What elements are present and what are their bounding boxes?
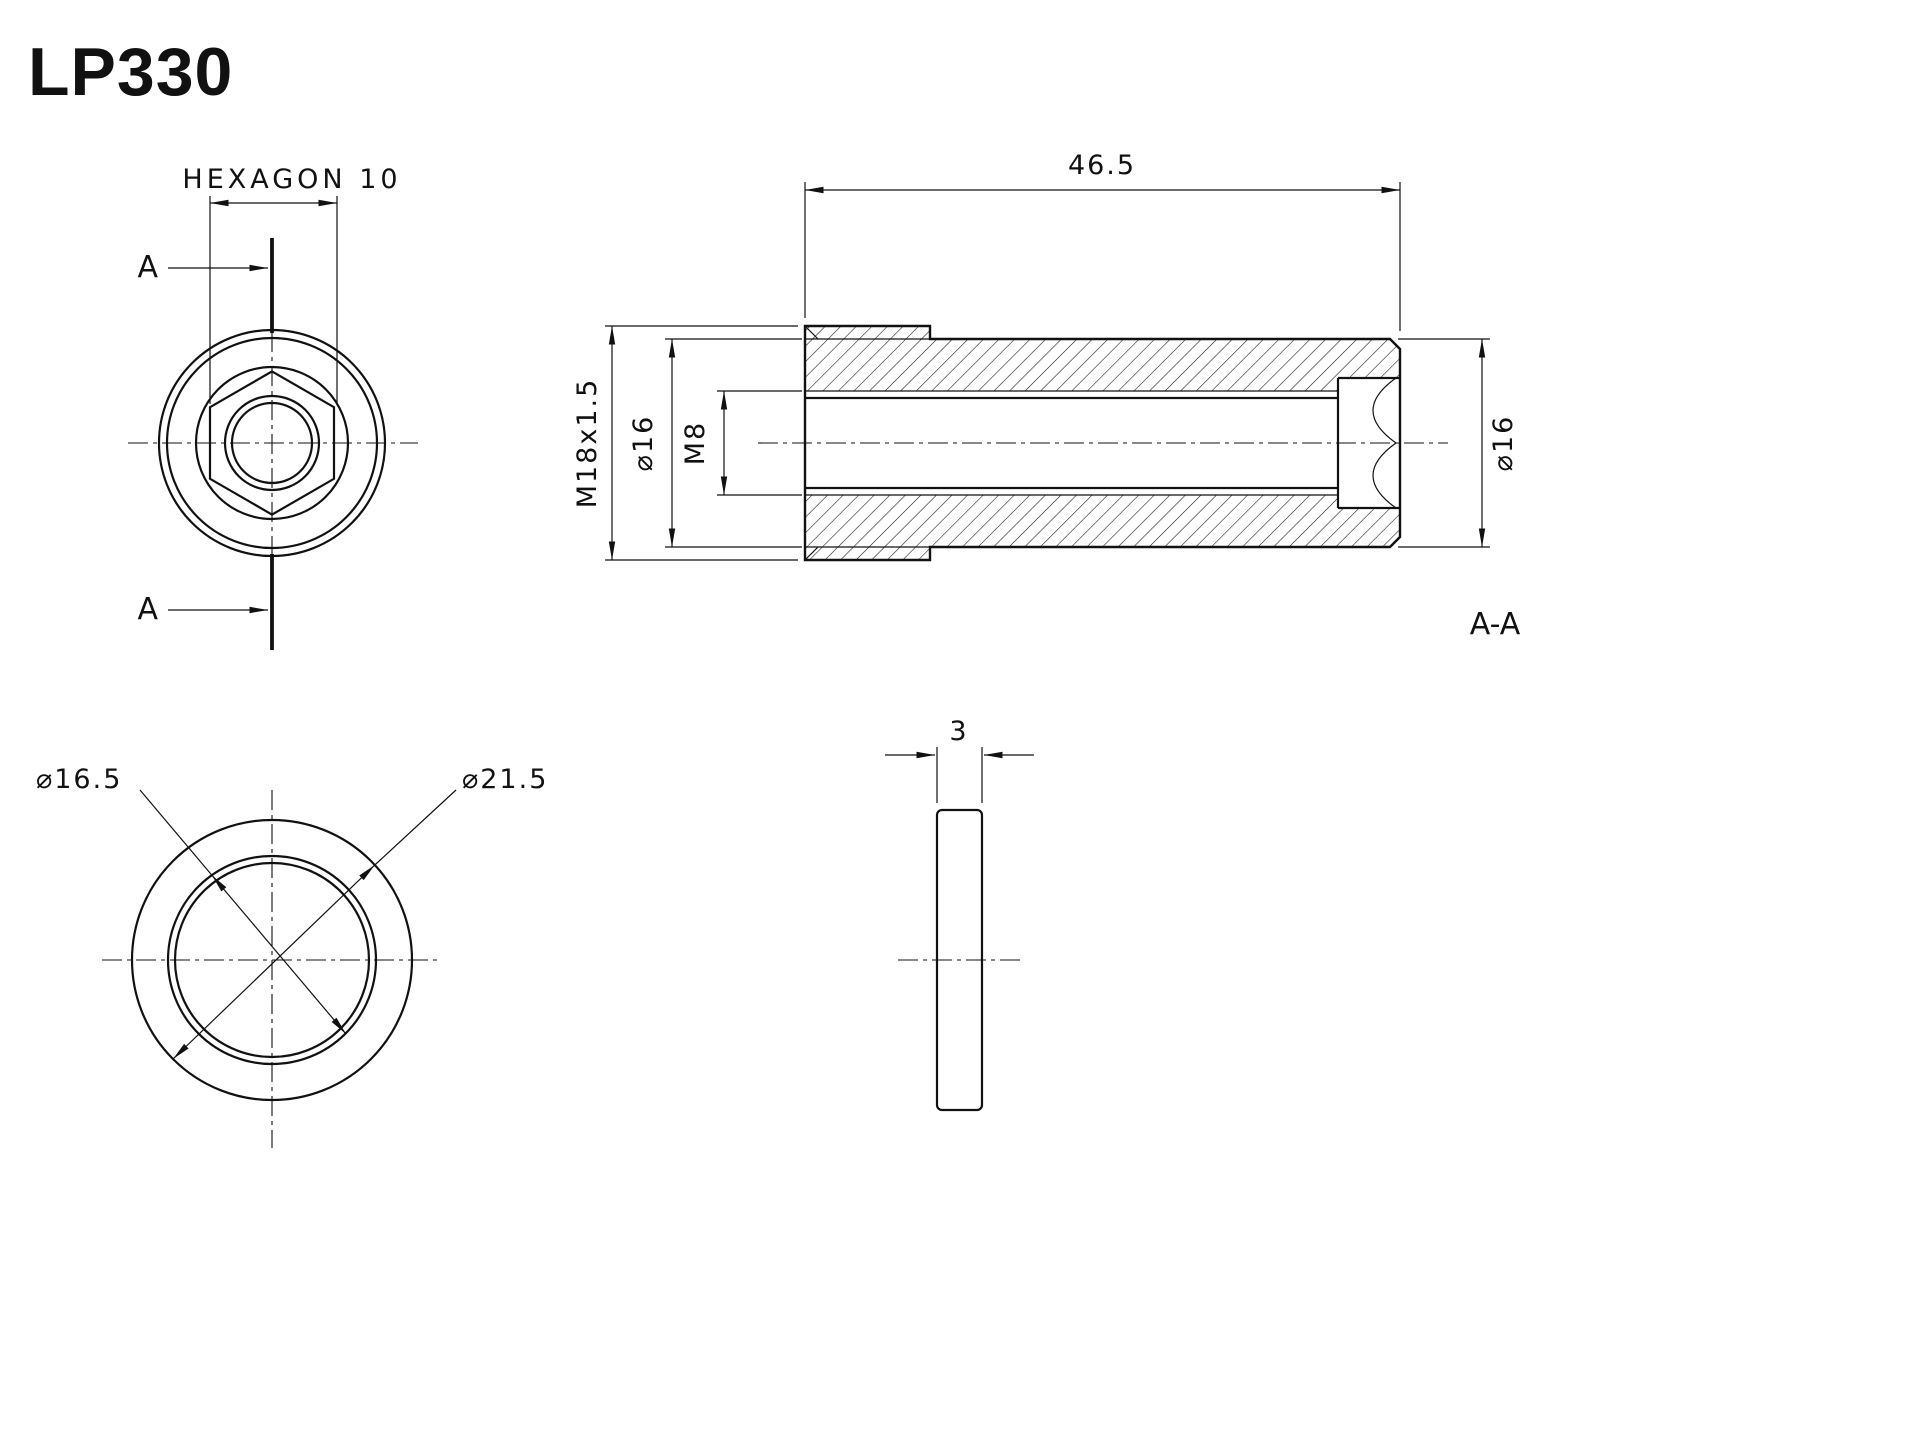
end-view: HEXAGON 10 A A (128, 164, 418, 650)
thickness-dim-label: 3 (949, 716, 968, 747)
section-letter-bottom: A (137, 592, 158, 627)
socket-hex-arc-lower (1372, 442, 1397, 509)
outer-chamfer-circle (165, 336, 379, 550)
washer-inner-dia-line (211, 874, 347, 1035)
section-view: 46.5 M18x1.5 ⌀16 M8 ⌀16 A-A (572, 150, 1521, 642)
socket-hex-arc-upper (1372, 377, 1397, 444)
bore-dim-label: M8 (680, 421, 711, 465)
washer-side-view: 3 (885, 716, 1034, 1112)
washer-inner-dia-label: ⌀16.5 (36, 764, 122, 795)
washer-outer-dia-line (172, 864, 376, 1060)
washer-outer-dia-label: ⌀21.5 (462, 764, 548, 795)
left-chamfer-top (804, 325, 819, 340)
outer-diameter-circle (157, 328, 387, 558)
washer-outer-dia-leader (374, 789, 457, 866)
washer-front-view: ⌀16.5 ⌀21.5 (36, 764, 548, 1148)
bore-circle-inner (230, 401, 314, 485)
length-dim-label: 46.5 (1068, 150, 1136, 181)
thread-dim-label: M18x1.5 (572, 378, 603, 509)
hatch-bottom-wall (805, 495, 1400, 560)
washer-inner-dia-leader (139, 789, 213, 876)
end-dia-dim-label: ⌀16 (1488, 415, 1519, 472)
hexagon-dim-label: HEXAGON 10 (182, 164, 401, 195)
socket-chamfer-circle (194, 365, 350, 521)
part-outline (803, 324, 1402, 562)
section-label: A-A (1470, 607, 1521, 642)
drawing-title: LP330 (28, 34, 233, 110)
hex-socket-outline (208, 370, 336, 516)
outer-dia-dim-label: ⌀16 (628, 415, 659, 472)
section-letter-top: A (137, 250, 158, 285)
washer-outer-circle (130, 818, 414, 1102)
hatch-top-wall (805, 326, 1400, 391)
washer-inner-circle-outer (166, 854, 378, 1066)
bore-circle-outer (223, 394, 321, 492)
left-chamfer-bottom (804, 546, 819, 561)
washer-side-outline (935, 808, 984, 1112)
